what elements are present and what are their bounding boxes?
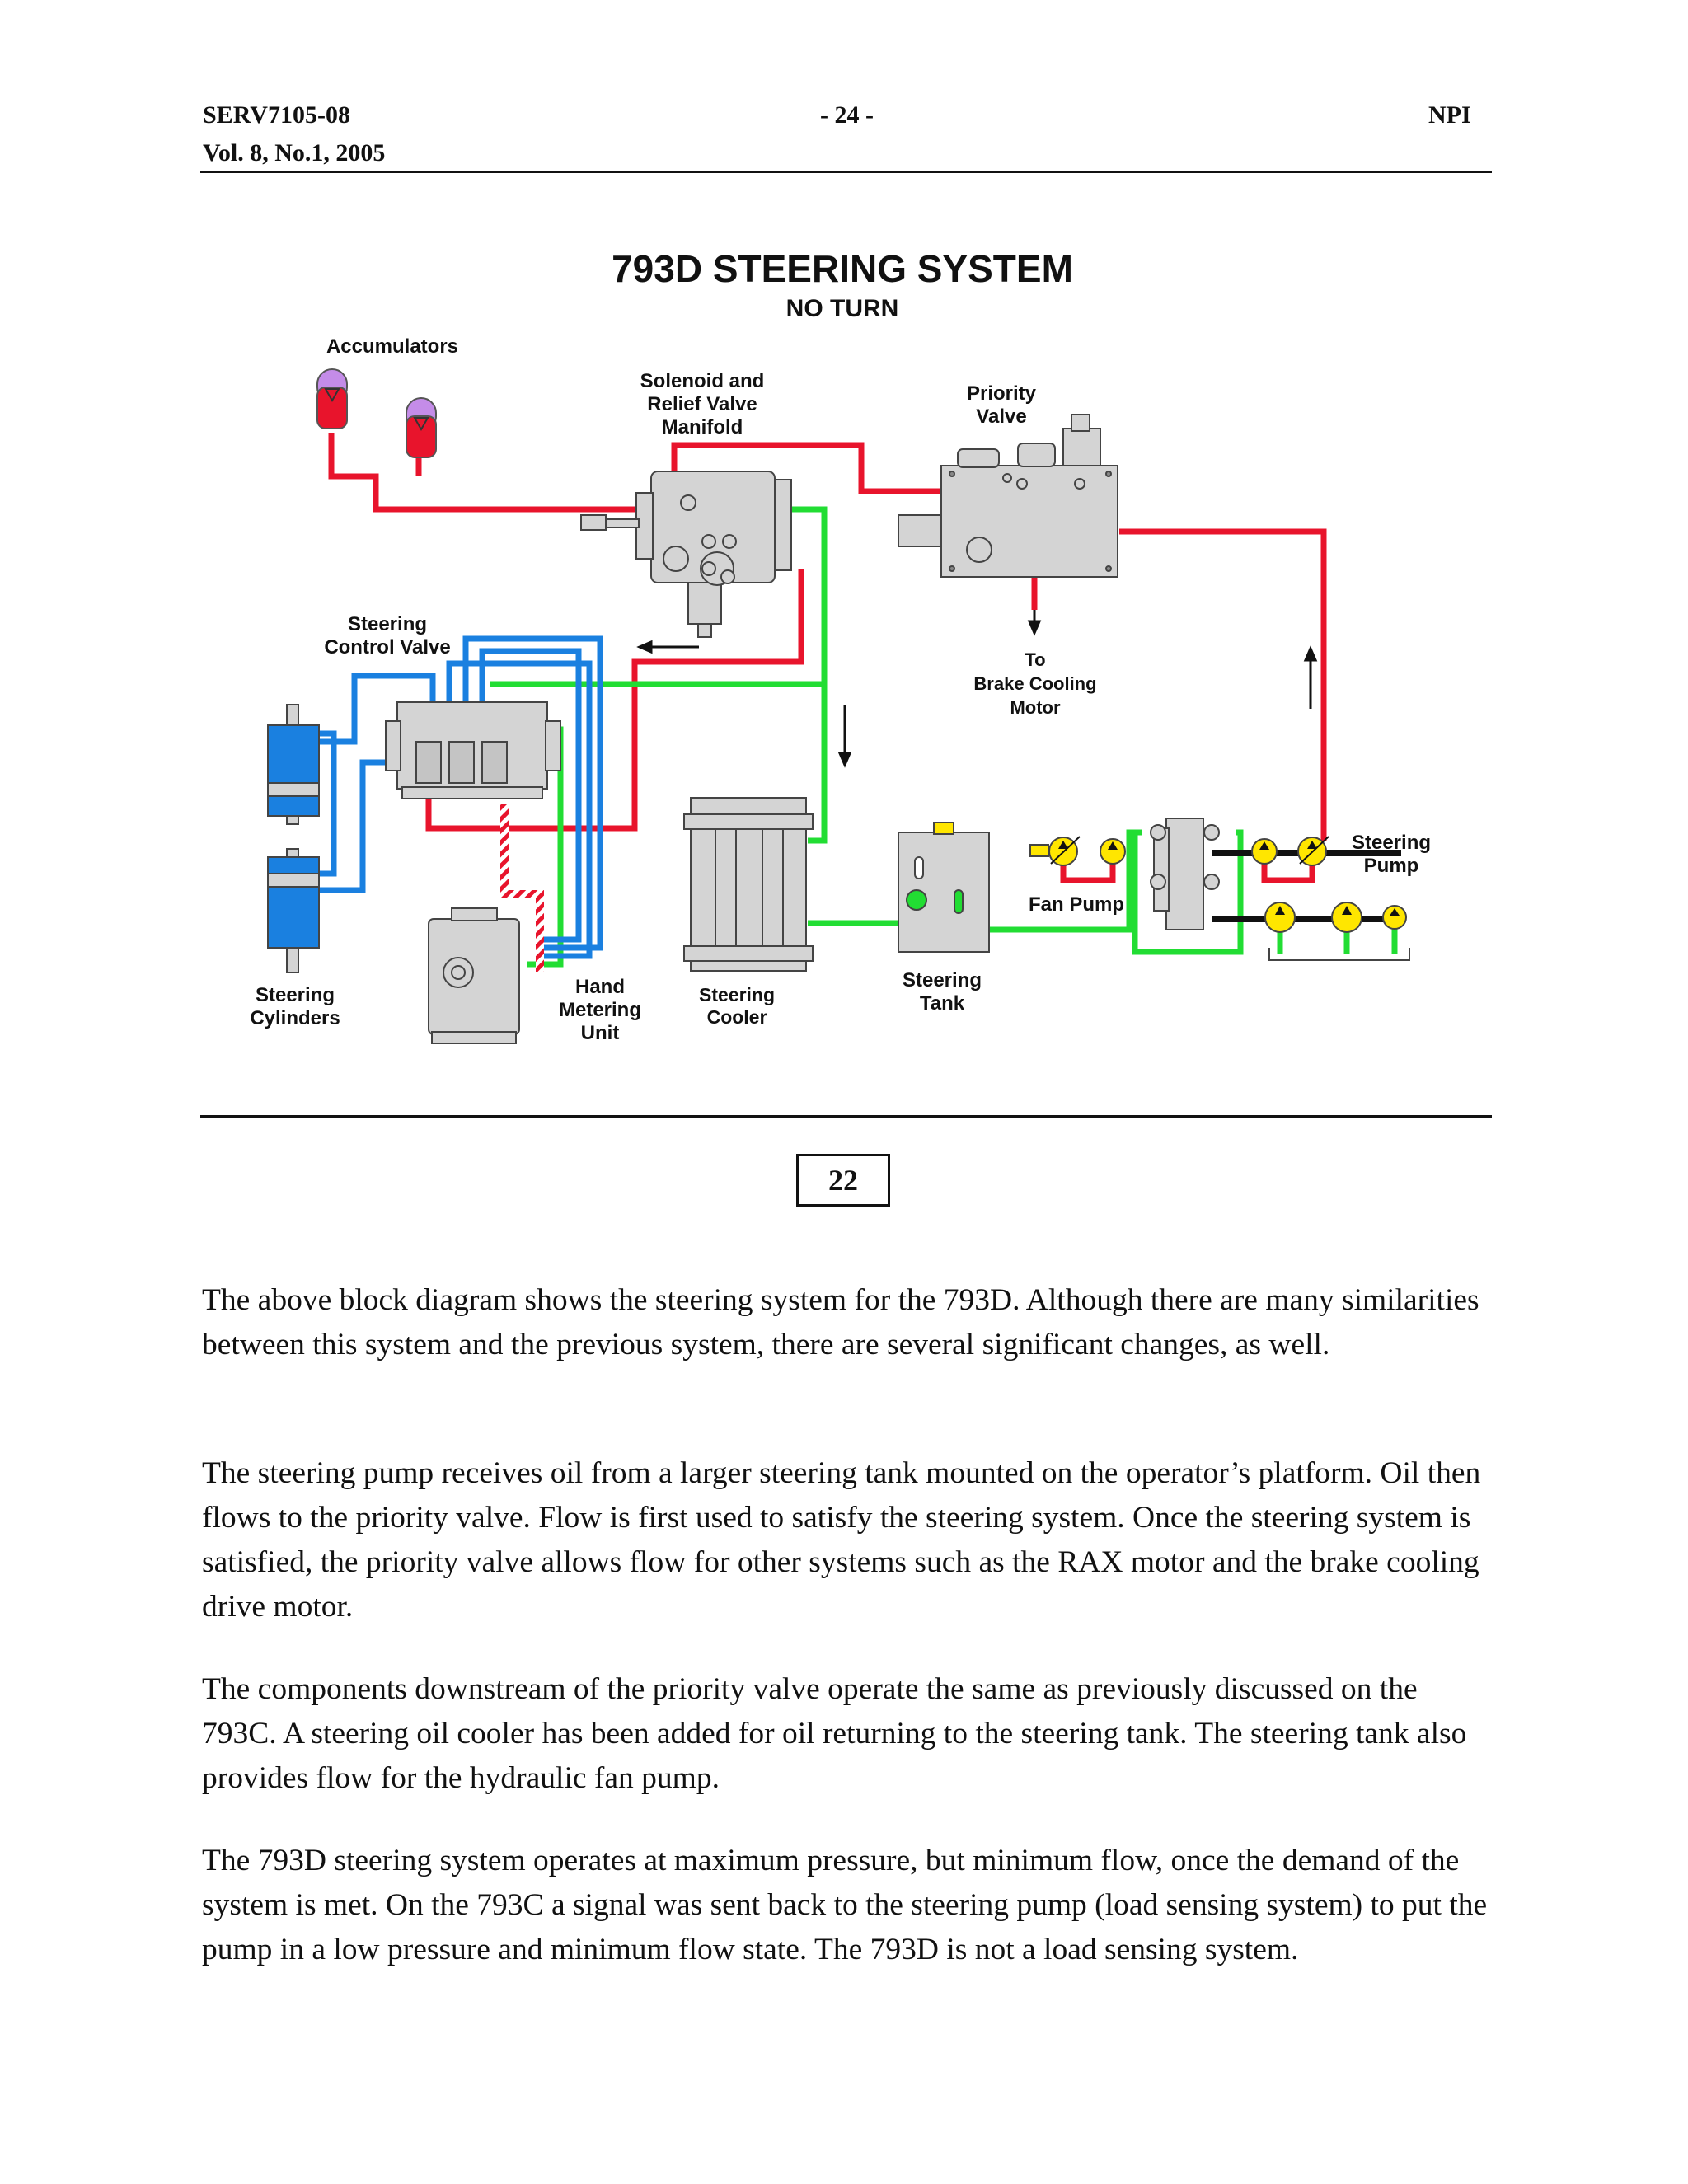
label-hmu-line3: Unit [581,1022,620,1044]
auxiliary-pumps [1264,902,1407,933]
steering-cylinder-1 [267,704,320,825]
flow-arrows [636,610,1318,768]
label-cooler-line2: Cooler [707,1006,767,1028]
paragraph-1: The above block diagram shows the steeri… [202,1283,1479,1361]
header-rule [200,171,1492,173]
accumulator-1 [316,368,348,429]
label-solenoid-line2: Relief Valve [647,393,757,415]
volume-info: Vol. 8, No.1, 2005 [203,139,386,166]
label-hmu-line1: Hand [575,976,625,998]
label-tank-line2: Tank [920,992,965,1015]
diagram-rule [200,1115,1492,1118]
pump-drive-group [1150,818,1410,961]
accumulator-2 [406,397,437,458]
paragraph-3: The components downstream of the priorit… [202,1672,1467,1795]
label-cooler-line1: Steering [699,984,775,1005]
priority-valve [898,414,1118,578]
label-priority-line2: Valve [976,405,1026,428]
label-cylinders-line2: Cylinders [250,1007,340,1029]
solenoid-relief-manifold [580,471,792,638]
label-fan-pump: Fan Pump [1029,893,1124,916]
steering-cylinder-2 [267,848,320,973]
steering-pump [1251,836,1329,866]
pilot-line [500,804,544,972]
paragraph-2: The steering pump receives oil from a la… [202,1456,1481,1624]
label-cylinders-line1: Steering [256,984,335,1006]
label-brake-line3: Motor [1010,697,1061,718]
label-solenoid-line3: Manifold [662,416,743,438]
label-tank-line1: Steering [903,969,982,991]
label-priority-line1: Priority [967,382,1037,405]
label-solenoid-line1: Solenoid and [640,370,765,392]
label-brake-line2: Brake Cooling [973,673,1096,694]
label-hmu-line2: Metering [559,999,641,1021]
label-brake-line1: To [1025,649,1045,670]
steering-tank [898,822,990,953]
label-control-valve-line2: Control Valve [324,636,450,658]
figure-number: 22 [796,1154,890,1207]
label-control-valve-line1: Steering [348,613,427,635]
document-code: NPI [1428,101,1471,129]
paragraph-4: The 793D steering system operates at max… [202,1844,1488,1966]
diagram-subtitle: NO TURN [786,295,899,322]
pressure-lines [328,433,1327,883]
label-steering-pump-line2: Pump [1364,855,1419,877]
document-id: SERV7105-08 [203,101,350,129]
page-number: - 24 - [820,101,874,129]
label-accumulators: Accumulators [326,335,458,358]
hand-metering-unit [428,907,520,1044]
steering-control-valve [385,701,561,799]
steering-system-diagram: 793D STEERING SYSTEM NO TURN [250,247,1431,1044]
fan-pump [1029,836,1126,866]
diagram-title: 793D STEERING SYSTEM [612,247,1073,290]
label-steering-pump-line1: Steering [1352,832,1431,854]
steering-cooler [683,797,814,972]
